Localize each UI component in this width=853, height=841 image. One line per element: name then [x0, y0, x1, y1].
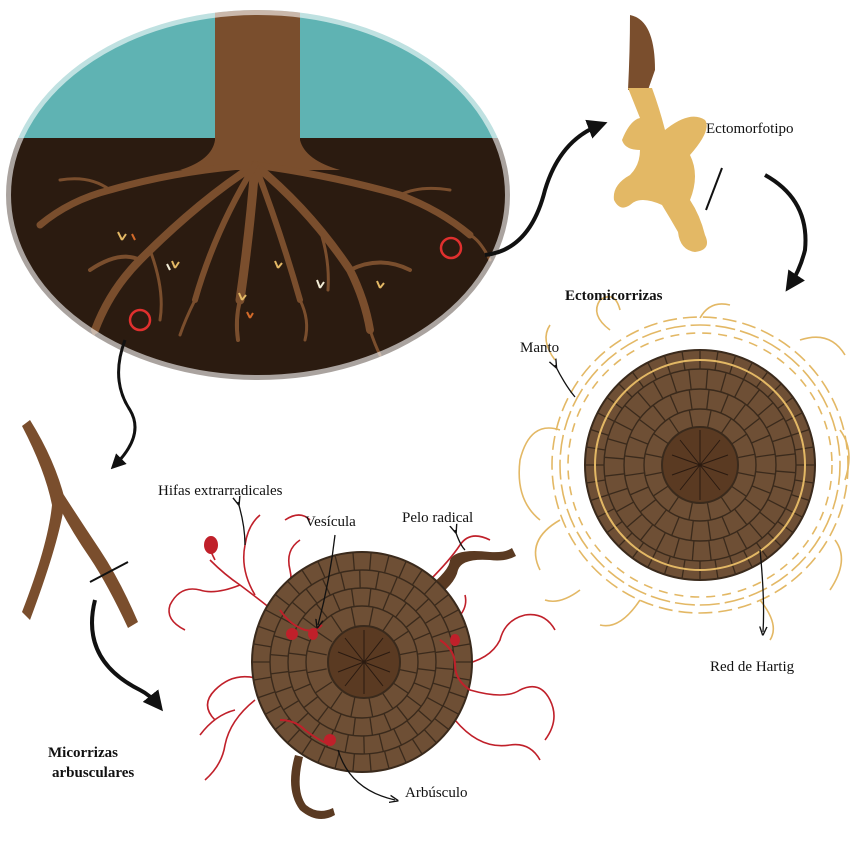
ecto-cross-section [519, 297, 849, 640]
arrow-ecto-to-section [765, 175, 806, 285]
hifas-pointer [238, 502, 245, 545]
am-cross-section [169, 515, 555, 819]
am-arbuscule-1 [286, 628, 298, 640]
label-manto: Manto [520, 341, 559, 356]
am-vesicle-outer [204, 536, 218, 554]
label-arbusculo: Arbúsculo [405, 786, 468, 801]
manto-pointer [555, 365, 575, 397]
label-red-hartig: Red de Hartig [710, 660, 794, 675]
ecto-fungal-sheath [614, 88, 707, 252]
am-vesicle-right [450, 634, 460, 646]
label-micorrizas-line1: Micorrizas [48, 746, 118, 761]
label-ectomicorrizas: Ectomicorrizas [565, 289, 662, 304]
label-ectomorfotipo: Ectomorfotipo [706, 122, 793, 137]
am-arbuscule-2 [324, 734, 336, 746]
label-hifas: Hifas extrarradicales [158, 484, 283, 499]
label-micorrizas-line2: arbusculares [52, 766, 134, 781]
am-vesicle-inner [308, 628, 318, 640]
label-pelo-radical: Pelo radical [402, 511, 473, 526]
am-root-illustration [22, 420, 138, 628]
label-vesicula: Vesícula [305, 515, 356, 530]
